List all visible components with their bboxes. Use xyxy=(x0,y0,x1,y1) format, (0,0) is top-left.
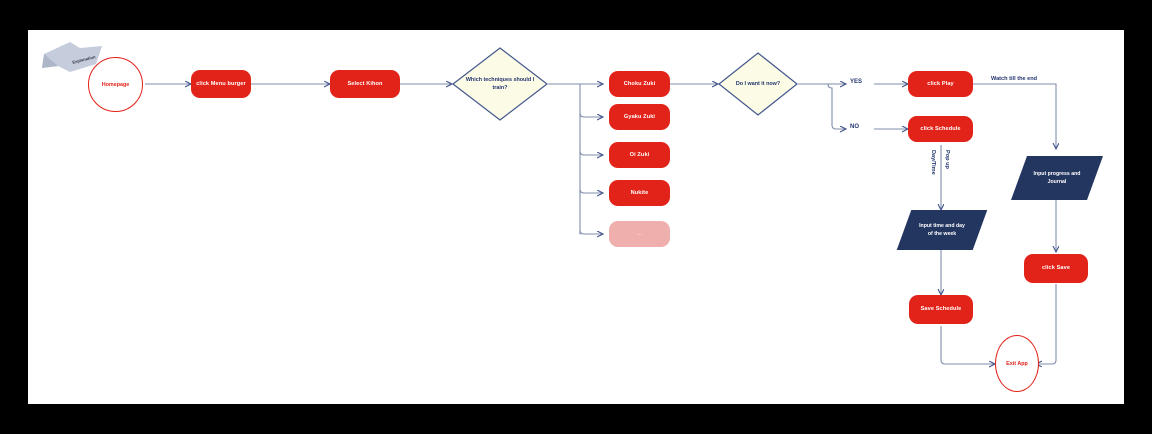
node-technique-gyaku-zuki-label: Gyaku Zuki xyxy=(623,113,656,120)
node-decision-techniques[interactable]: Which techniques should I train? xyxy=(452,47,548,121)
flowchart-canvas: Explanation Homepage click Menu burger S… xyxy=(28,30,1124,404)
node-input-time-day-label: Input time and day of the week xyxy=(919,222,965,237)
node-technique-more[interactable]: ... xyxy=(609,221,670,247)
node-click-save[interactable]: click Save xyxy=(1024,254,1088,283)
node-click-menu-burger-label: click Menu burger xyxy=(196,80,246,87)
node-save-schedule[interactable]: Save Schedule xyxy=(909,295,973,324)
explanation-ribbon xyxy=(42,42,102,72)
edge-play-to-progress xyxy=(973,83,1056,149)
node-decision-want-now-label: Do I want it now? xyxy=(735,80,781,87)
edge-label-pop-up: Pop up xyxy=(944,150,950,169)
node-decision-want-now[interactable]: Do I want it now? xyxy=(718,52,798,116)
node-click-play[interactable]: click Play xyxy=(908,71,973,97)
node-technique-oi-zuki[interactable]: Oi Zuki xyxy=(609,142,670,168)
diamond-shape-2 xyxy=(718,52,798,116)
edge-branch-4 xyxy=(579,188,603,193)
node-decision-techniques-label: Which techniques should I train? xyxy=(465,76,535,91)
node-select-kihon[interactable]: Select Kihon xyxy=(330,70,400,98)
edge-label-no: NO xyxy=(850,124,859,130)
node-select-kihon-label: Select Kihon xyxy=(347,80,383,87)
diamond-shape xyxy=(452,47,548,121)
node-exit-app[interactable]: Exit App xyxy=(995,335,1039,392)
node-click-save-label: click Save xyxy=(1041,265,1071,271)
node-click-menu-burger[interactable]: click Menu burger xyxy=(191,70,251,98)
edge-click-save-to-exit xyxy=(1036,284,1057,364)
node-homepage-label: Homepage xyxy=(101,81,130,88)
node-technique-oi-zuki-label: Oi Zuki xyxy=(629,151,650,158)
node-input-progress-journal[interactable]: Input progress and Journal xyxy=(1010,156,1104,200)
node-click-schedule[interactable]: click Schedule xyxy=(908,116,973,142)
edge-no-stub xyxy=(827,83,846,129)
node-technique-choku-zuki-label: Choku Zuki xyxy=(623,80,656,87)
edge-label-watch-till-the-end: Watch till the end xyxy=(991,76,1038,82)
node-exit-app-label: Exit App xyxy=(1006,360,1028,367)
node-homepage[interactable]: Homepage xyxy=(88,57,143,112)
node-input-time-day[interactable]: Input time and day of the week xyxy=(896,210,988,250)
node-input-progress-journal-label: Input progress and Journal xyxy=(1033,170,1081,185)
node-technique-nukite[interactable]: Nukite xyxy=(609,180,670,206)
edge-save-schedule-to-exit xyxy=(940,326,995,364)
edge-label-day-time: Day/Time xyxy=(930,150,936,175)
node-technique-nukite-label: Nukite xyxy=(630,189,649,196)
edge-branch-2 xyxy=(579,112,603,117)
edge-branch-3 xyxy=(579,150,603,155)
node-click-schedule-label: click Schedule xyxy=(920,125,961,132)
node-save-schedule-label: Save Schedule xyxy=(920,306,962,312)
node-technique-choku-zuki[interactable]: Choku Zuki xyxy=(609,71,670,97)
node-click-play-label: click Play xyxy=(927,80,954,87)
node-technique-gyaku-zuki[interactable]: Gyaku Zuki xyxy=(609,104,670,130)
edge-label-yes: YES xyxy=(850,79,863,85)
node-technique-more-label: ... xyxy=(637,230,642,237)
edge-branch-5 xyxy=(579,229,603,234)
